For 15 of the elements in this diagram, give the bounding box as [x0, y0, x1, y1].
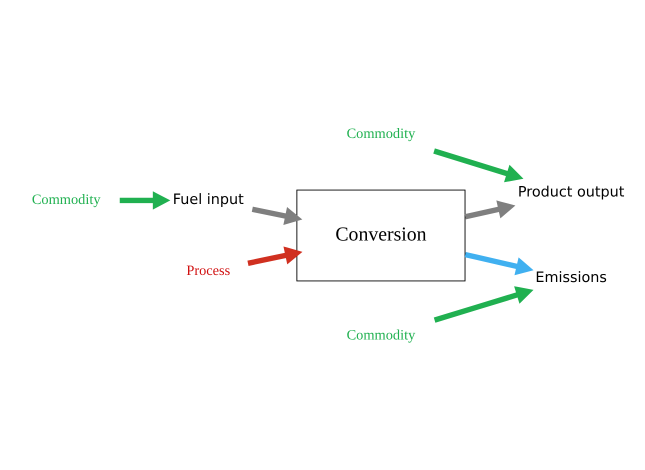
arrow: [247, 246, 302, 266]
node-text: Commodity: [346, 126, 416, 142]
arrow: [464, 200, 516, 219]
node-text: Fuel input: [172, 191, 244, 208]
node-box: Conversion: [296, 189, 466, 281]
node-text: Emissions: [535, 270, 607, 286]
arrow: [120, 190, 170, 210]
arrow: [433, 148, 524, 182]
node-text: Process: [186, 262, 230, 278]
node-text: Commodity: [346, 327, 416, 344]
arrow: [434, 286, 534, 322]
node-text: Product output: [518, 184, 624, 200]
arrow: [252, 206, 302, 225]
node-text: Commodity: [32, 191, 101, 208]
arrow: [464, 251, 534, 275]
